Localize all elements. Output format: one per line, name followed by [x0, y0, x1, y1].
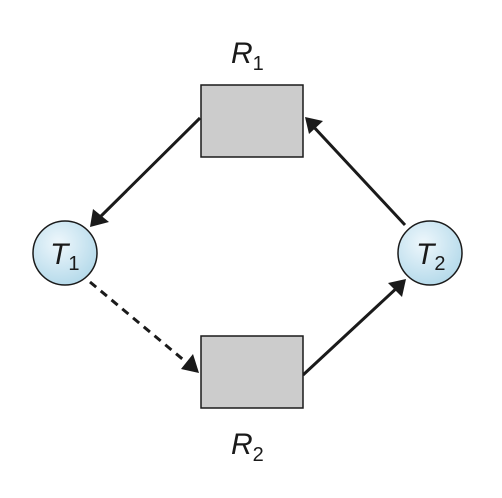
edge-t2-to-r1 [309, 122, 407, 227]
transaction-t1-index: 1 [68, 253, 79, 275]
transaction-t1-node [32, 220, 98, 286]
transaction-t2-letter: T [416, 238, 437, 271]
resource-r1-index: 1 [253, 53, 264, 75]
transaction-t1-letter: T [50, 238, 71, 271]
transaction-t2-label: T2 [416, 238, 445, 275]
arrowhead-r2-to-t2 [388, 279, 406, 297]
transaction-t2-index: 2 [434, 253, 445, 275]
resource-r2-letter: R [231, 428, 253, 461]
transaction-t2-node [397, 220, 463, 286]
edge-t1-to-r2 [89, 280, 193, 369]
resource-r1-label: R1 [231, 37, 264, 75]
resource-r2-box [200, 335, 304, 409]
resource-r1-letter: R [231, 37, 253, 70]
arrowhead-r1-to-t1 [90, 209, 109, 227]
resource-r2-label: R2 [231, 428, 264, 466]
transaction-t1-label: T1 [50, 238, 79, 275]
edge-r1-to-t1 [90, 116, 202, 227]
arrowhead-t2-to-r1 [305, 117, 323, 134]
arrowhead-t1-to-r2 [181, 354, 199, 373]
edge-r2-to-t2 [301, 283, 402, 377]
resource-r2-index: 2 [253, 444, 264, 466]
resource-r1-box [200, 84, 304, 158]
